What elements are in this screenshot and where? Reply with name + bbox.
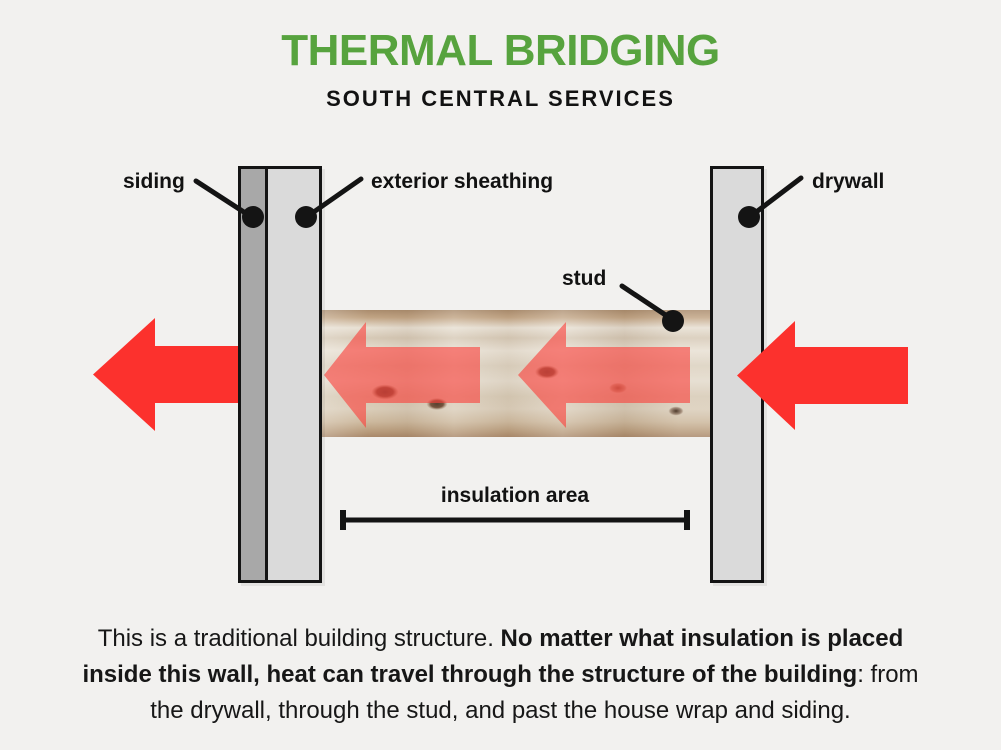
exterior-sheathing-panel: [268, 169, 319, 580]
caption-line-3: the drywall, through the stud, and past …: [150, 697, 851, 724]
heat-arrow-interior-icon: [737, 321, 908, 430]
caption-line-2: inside this wall, heat can travel throug…: [82, 661, 919, 688]
insulation-measure-bracket-icon: [340, 510, 690, 530]
drywall-label: drywall: [812, 170, 885, 193]
stud-label: stud: [562, 267, 607, 290]
page-subtitle: SOUTH CENTRAL SERVICES: [326, 86, 675, 111]
insulation-area-label: insulation area: [440, 484, 590, 507]
caption-text: This is a traditional building structure…: [20, 621, 981, 729]
exterior-wall: [238, 166, 322, 583]
heat-arrow-exterior-icon: [93, 318, 238, 431]
exterior-sheathing-label: exterior sheathing: [371, 170, 554, 193]
siding-panel: [241, 169, 268, 580]
heat-arrow-stud-left-icon: [324, 322, 480, 428]
heat-arrow-stud-right-icon: [518, 322, 690, 428]
page-title: THERMAL BRIDGING: [281, 26, 720, 75]
caption-line-1: This is a traditional building structure…: [97, 625, 904, 652]
siding-label: siding: [123, 170, 185, 193]
